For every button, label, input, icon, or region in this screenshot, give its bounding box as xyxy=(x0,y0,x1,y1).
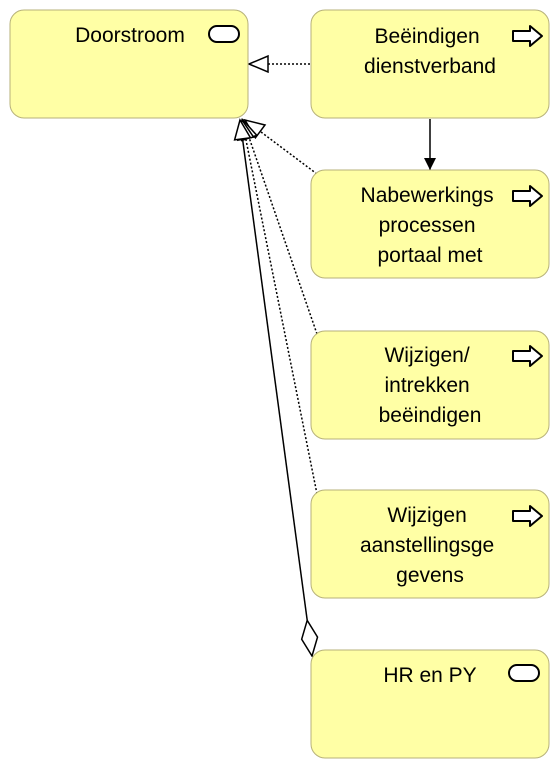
node-doorstroom[interactable]: Doorstroom xyxy=(9,9,249,119)
node-wijzigen-intrekken[interactable]: Wijzigen/ intrekken beëindigen xyxy=(310,330,550,440)
node-label-line: beëindigen xyxy=(379,404,482,427)
node-label-line: Doorstroom xyxy=(75,24,185,47)
node-label-line: intrekken xyxy=(384,374,469,397)
relation-nabewerkings-doorstroom[interactable] xyxy=(245,120,318,175)
relation-hr-py-doorstroom[interactable] xyxy=(240,120,312,656)
business-service-icon xyxy=(508,664,540,682)
business-service-icon xyxy=(208,25,240,43)
business-process-icon xyxy=(512,25,543,47)
node-label-line: Wijzigen xyxy=(387,504,466,527)
node-beeindigen-label: Beëindigen dienstverband xyxy=(364,25,496,78)
business-process-icon xyxy=(512,345,543,367)
node-hr-py-label: HR en PY xyxy=(383,664,476,687)
node-doorstroom-label: Doorstroom xyxy=(75,24,185,47)
node-nabewerkings-label: Nabewerkings processen portaal met xyxy=(361,184,500,267)
node-wijzigen-aanstelling-label: Wijzigen aanstellingsge gevens xyxy=(360,504,500,587)
node-label-line: processen xyxy=(379,214,476,237)
node-hr-en-py[interactable]: HR en PY xyxy=(310,649,550,759)
node-nabewerkings-processen[interactable]: Nabewerkings processen portaal met xyxy=(310,169,550,279)
node-label-line: dienstverband xyxy=(364,55,496,78)
node-label-line: Beëindigen xyxy=(375,25,480,48)
nodes-layer: Doorstroom Beëindigen dienstverband Nabe… xyxy=(9,9,550,759)
node-label-line: gevens xyxy=(396,564,464,587)
node-label-line: Nabewerkings xyxy=(361,184,494,207)
node-beeindigen-dienstverband[interactable]: Beëindigen dienstverband xyxy=(310,9,550,119)
node-label-line: aanstellingsge xyxy=(360,534,494,557)
node-label-line: Wijzigen/ xyxy=(384,344,469,367)
relation-wijzigen-aanstelling-doorstroom[interactable] xyxy=(242,120,318,495)
business-process-icon xyxy=(512,505,543,527)
business-process-icon xyxy=(512,185,543,207)
node-label-line: HR en PY xyxy=(383,664,476,687)
node-label-line: portaal met xyxy=(377,244,482,267)
node-wijzigen-intrekken-label: Wijzigen/ intrekken beëindigen xyxy=(379,344,482,427)
connections-layer xyxy=(240,64,436,656)
node-wijzigen-aanstellingsgegevens[interactable]: Wijzigen aanstellingsge gevens xyxy=(310,489,550,599)
